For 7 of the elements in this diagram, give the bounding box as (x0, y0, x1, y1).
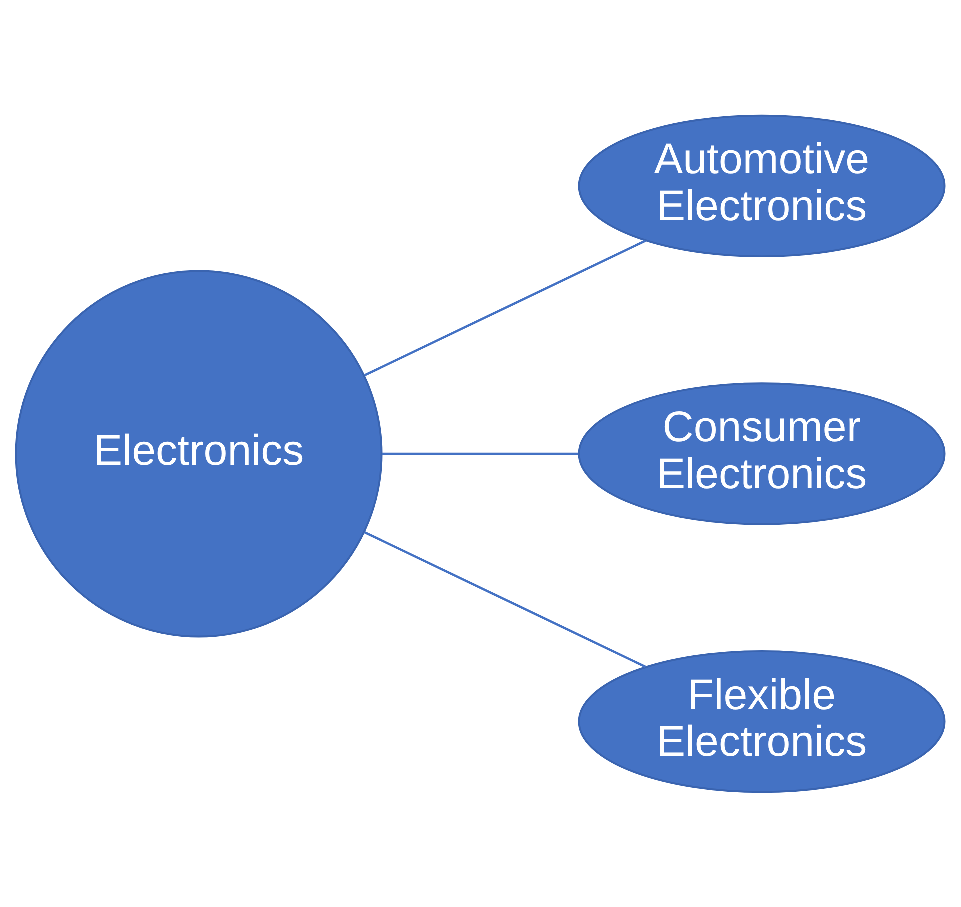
node-ellipse: Automotive Electronics (578, 114, 946, 258)
node-ellipse: Consumer Electronics (578, 382, 946, 525)
connector (382, 452, 578, 455)
node-ellipse: Flexible Electronics (578, 650, 946, 793)
node-circle: Electronics (15, 270, 383, 638)
connector (364, 530, 646, 668)
connector (364, 239, 646, 376)
